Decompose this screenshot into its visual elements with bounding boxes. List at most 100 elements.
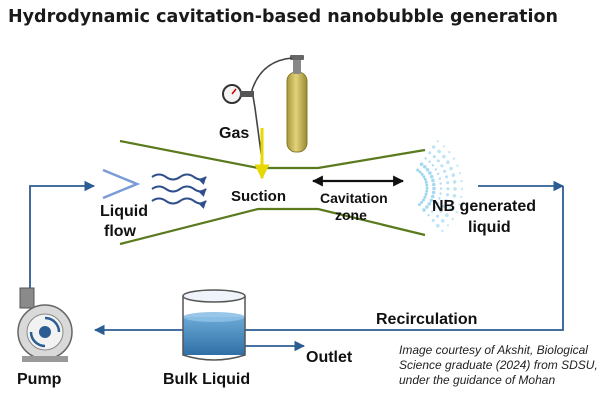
nanobubble-dot <box>439 187 443 190</box>
nanobubble-dot <box>449 166 453 171</box>
nanobubble-dot <box>436 214 439 218</box>
liquid-inlet-chevron <box>102 168 141 200</box>
nanobubble-dot <box>432 186 436 191</box>
nanobubble-dot <box>428 171 432 175</box>
nanobubble-dot <box>442 204 446 208</box>
nanobubble-dot <box>416 168 420 172</box>
nanobubble-dot <box>425 186 429 190</box>
nanobubble-dot <box>448 207 453 211</box>
nanobubble-dot <box>455 210 458 214</box>
nanobubble-dot <box>439 209 443 213</box>
nanobubble-dot <box>423 177 427 181</box>
nanobubble-dot <box>438 177 441 180</box>
nanobubble-dot <box>418 170 422 174</box>
nanobubble-dot <box>439 182 442 185</box>
nanobubble-dot <box>434 168 438 171</box>
nanobubble-dot <box>432 182 436 187</box>
nanobubble-dot <box>458 203 461 206</box>
nanobubble-dot <box>436 172 440 176</box>
nanobubble-dot <box>422 198 425 202</box>
nanobubble-dot <box>452 157 456 160</box>
pump-to-inlet-line <box>29 180 96 290</box>
nb-generated-label-line1: NB generated <box>432 198 536 215</box>
nanobubble-dot <box>422 175 426 179</box>
nanobubble-dot <box>436 223 440 228</box>
nanobubble-dot <box>452 180 457 184</box>
nanobubble-dot <box>417 203 421 207</box>
nanobubble-dot <box>436 140 439 143</box>
credit-line-2: Science graduate (2024) from SDSU, <box>399 358 598 372</box>
nanobubble-dot <box>425 189 429 193</box>
nanobubble-dot <box>438 197 441 200</box>
nanobubble-dot <box>431 164 435 167</box>
nanobubble-dot <box>436 159 440 163</box>
nanobubble-spray <box>416 140 464 233</box>
nanobubble-dot <box>446 187 450 191</box>
gas-label: Gas <box>219 125 249 142</box>
nanobubble-dot <box>431 210 434 213</box>
nanobubble-dot <box>446 224 450 227</box>
pressure-gauge-icon <box>222 57 293 161</box>
nanobubble-dot <box>420 200 424 204</box>
venturi-bottom-wall <box>119 207 426 246</box>
nanobubble-dot <box>424 192 428 196</box>
nanobubble-dot <box>434 206 437 209</box>
nanobubble-dot <box>432 155 436 159</box>
outlet-label: Outlet <box>306 349 353 366</box>
nanobubble-dot <box>445 213 449 217</box>
nanobubble-dot <box>429 198 434 203</box>
nanobubble-dot <box>422 208 426 212</box>
nanobubble-dot <box>431 190 436 195</box>
nanobubble-dot <box>423 195 427 199</box>
nanobubble-dot <box>446 160 450 164</box>
diagram-title: Hydrodynamic cavitation-based nanobubble… <box>8 7 558 27</box>
cavitation-label-line2: zone <box>335 207 367 223</box>
nanobubble-dot <box>419 162 424 166</box>
pump-label: Pump <box>17 371 62 388</box>
flow-wave-arrow <box>151 197 207 209</box>
nanobubble-dot <box>429 174 434 179</box>
nanobubble-dot <box>460 187 464 191</box>
nanobubble-dot <box>446 181 450 185</box>
nanobubble-dot <box>424 157 427 160</box>
nb-generated-label-line2: liquid <box>468 219 511 236</box>
nanobubble-dot <box>427 214 430 217</box>
nanobubble-dot <box>460 195 463 199</box>
nanobubble-dot <box>460 179 463 183</box>
nanobubble-dot <box>441 229 444 233</box>
liquid-flow-label-line1: Liquid <box>100 203 148 220</box>
nanobubble-dot <box>430 194 435 199</box>
nanobubble-dot <box>444 199 448 203</box>
nanobubble-dot <box>452 194 457 198</box>
nanobubble-dot <box>439 192 442 195</box>
credit-line-1: Image courtesy of Akshit, Biological <box>399 343 588 357</box>
nanobubble-dot <box>453 187 457 191</box>
nanobubble-dot <box>431 219 435 222</box>
nanobubble-dot <box>424 180 428 184</box>
nanobubble-dot <box>428 160 431 163</box>
nanobubble-dot <box>440 164 444 168</box>
nanobubble-dot <box>420 172 424 176</box>
nanobubble-dot <box>442 154 446 159</box>
return-line <box>93 186 564 336</box>
tank-icon <box>182 289 246 361</box>
credit-line-3: under the guidance of Mohan <box>399 373 555 387</box>
nanobubble-dot <box>443 169 447 173</box>
nanobubble-dot <box>425 183 429 187</box>
nanobubble-dot <box>423 165 427 169</box>
nanobubble-dot <box>440 219 445 223</box>
flow-wave-arrows <box>151 173 207 209</box>
nanobubble-dot <box>436 202 439 205</box>
flow-wave-arrow <box>151 173 207 185</box>
nanobubble-dot <box>448 150 451 154</box>
nanobubble-dot <box>437 149 441 154</box>
suction-label: Suction <box>231 188 286 205</box>
nanobubble-dot <box>442 145 446 148</box>
nanobubble-dot <box>445 175 448 179</box>
pump-icon <box>17 287 73 362</box>
flow-wave-arrow <box>151 185 207 197</box>
nanobubble-dot <box>451 217 454 221</box>
nanobubble-dot <box>431 178 435 183</box>
